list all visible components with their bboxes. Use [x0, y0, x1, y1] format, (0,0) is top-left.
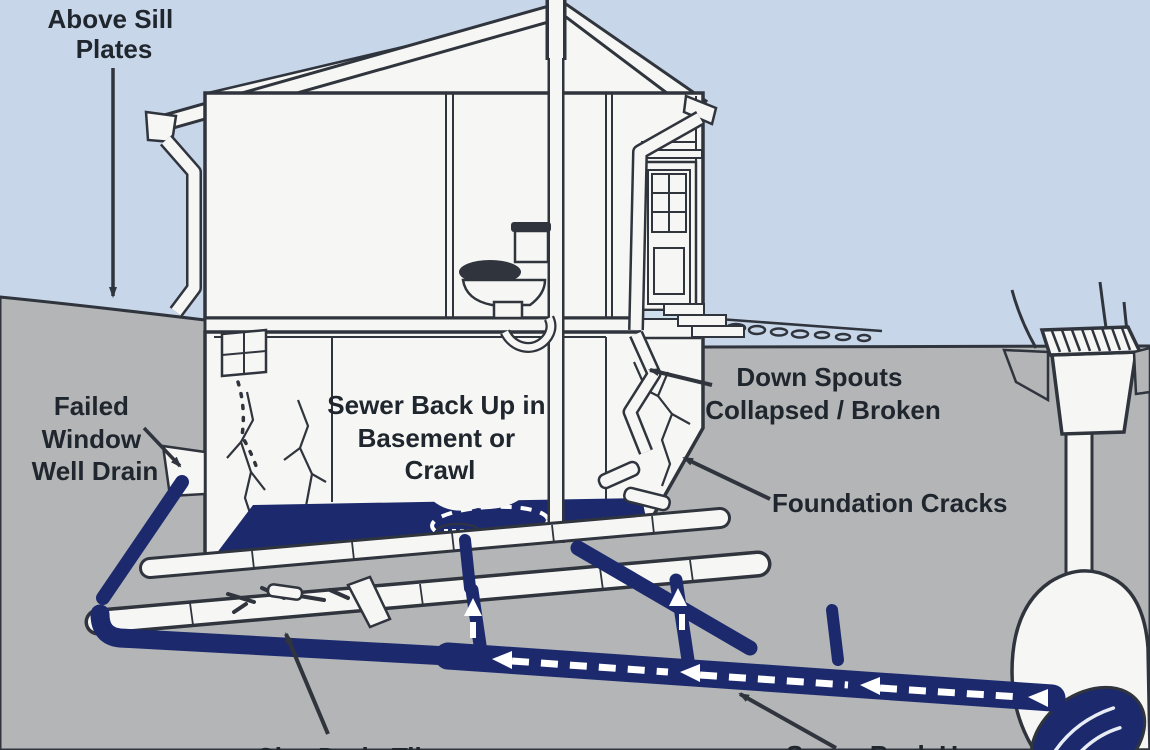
window-drips — [236, 380, 258, 468]
floor-drain-riser — [459, 534, 476, 594]
arrow-clay-drain-tile — [284, 632, 330, 735]
label-above-sill-line2: Plates — [76, 34, 153, 64]
label-clay-drain-tile: Clay Drain Tile — [256, 742, 436, 750]
drain-tile-system — [84, 507, 772, 636]
label-failed-window-well: Failed Window Well Drain — [32, 391, 159, 486]
label-above-sill-line1: Above Sill — [48, 4, 174, 34]
left-downspout — [159, 134, 202, 317]
label-down-spouts-line2: Collapsed / Broken — [705, 395, 941, 425]
right-gutter — [682, 94, 718, 126]
left-lateral-pipe — [90, 604, 458, 666]
arrow-down-spouts — [648, 368, 713, 387]
branch-pipe-3 — [826, 604, 844, 666]
label-sewer-back-up: Sewer Back Up — [786, 740, 974, 750]
label-sewer-backup-interior: Sewer Back Up in Basement or Crawl — [327, 390, 552, 485]
sewage-flow — [90, 475, 1066, 712]
house — [144, 0, 745, 570]
window-well-drain-pipe — [96, 475, 189, 605]
toilet-icon — [459, 222, 551, 320]
label-sewer-backup-interior-line2: Basement or — [358, 423, 516, 453]
storm-riser-pipe — [1064, 428, 1094, 592]
catch-basin-body — [1050, 350, 1139, 436]
backflow-arrows — [511, 657, 1021, 701]
label-sewer-backup-interior-line3: Crawl — [405, 455, 476, 485]
catch-basin-grate — [1039, 325, 1143, 357]
drain-tile-rear — [139, 507, 731, 579]
branch-up-arrows — [464, 588, 687, 638]
label-sewer-backup-interior-line1: Sewer Back Up in — [327, 390, 545, 420]
steps — [638, 303, 745, 340]
broken-downspout-pieces — [597, 460, 671, 512]
interior-lines — [214, 93, 697, 516]
label-down-spouts: Down Spouts Collapsed / Broken — [705, 362, 941, 425]
drain-tile-front — [84, 550, 772, 636]
label-failed-window-well-line1: Failed — [54, 391, 129, 421]
basement-window — [220, 328, 268, 378]
label-foundation-cracks: Foundation Cracks — [772, 488, 1007, 518]
collapsed-downspout — [597, 111, 704, 512]
basin-wing-right — [1132, 346, 1150, 396]
arrow-foundation-cracks — [682, 456, 771, 501]
curb-dip — [1002, 348, 1050, 403]
broken-clay-tile — [226, 575, 392, 629]
label-failed-window-well-line2: Window — [42, 424, 142, 454]
label-down-spouts-line1: Down Spouts — [736, 362, 902, 392]
disconnected-tile-elbow — [346, 575, 392, 629]
annotations: Above Sill Plates Failed Window Well Dra… — [32, 4, 1008, 750]
arrow-sewer-back-up — [738, 692, 837, 750]
label-above-sill: Above Sill Plates — [48, 4, 181, 64]
backflow-arrowheads — [492, 651, 1048, 707]
house-sewer-drop — [570, 540, 758, 656]
door — [635, 141, 703, 312]
arrow-failed-window-well — [142, 426, 182, 468]
label-failed-window-well-line3: Well Drain — [32, 456, 159, 486]
toilet-trap-pipe — [500, 315, 557, 353]
